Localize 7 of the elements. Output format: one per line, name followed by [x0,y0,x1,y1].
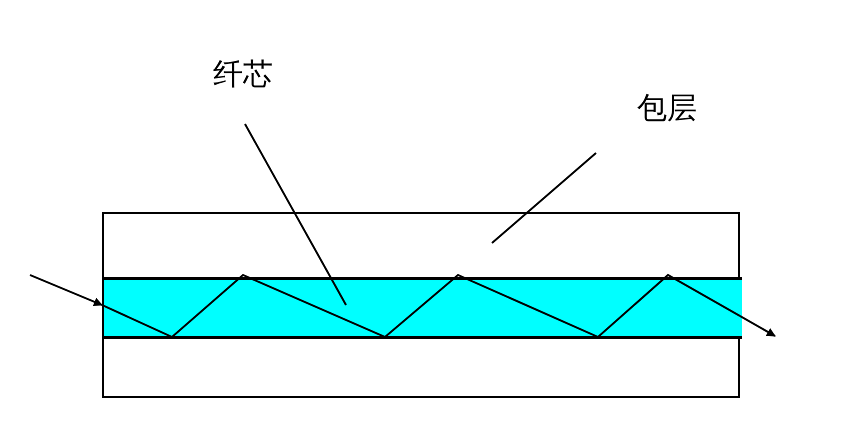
text-label: 包层 [624,86,710,130]
text-label: 纤芯 [200,52,286,96]
cladding-layer [102,212,740,398]
light-ray-arrow [740,315,776,337]
light-ray-arrow [30,274,103,306]
leader-line [244,124,347,306]
leader-line [491,152,597,244]
